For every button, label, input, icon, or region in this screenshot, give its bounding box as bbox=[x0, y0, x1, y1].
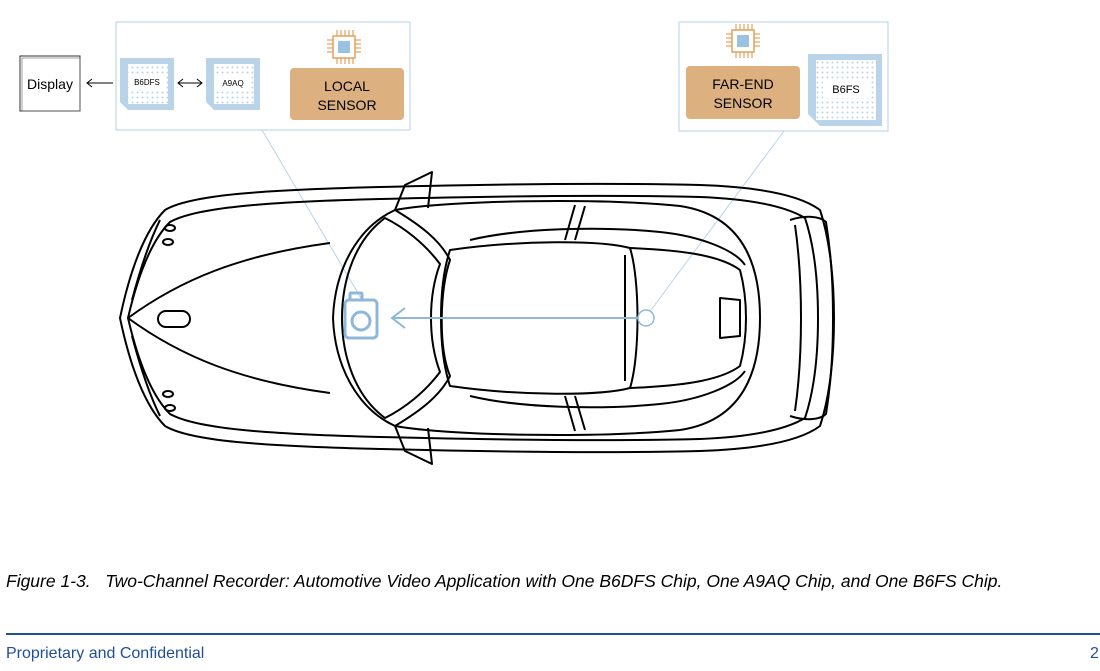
display-box: Display bbox=[19, 55, 81, 112]
video-link-arrow bbox=[390, 307, 638, 329]
footer-divider bbox=[6, 633, 1100, 635]
far-end-connector-line bbox=[647, 130, 785, 315]
b6dfs-label: B6DFS bbox=[134, 78, 160, 87]
a9aq-label: A9AQ bbox=[222, 79, 243, 88]
b6fs-label: B6FS bbox=[832, 84, 860, 96]
local-connector-line bbox=[261, 129, 363, 301]
local-sensor-line1: LOCAL bbox=[324, 78, 370, 94]
display-arrow bbox=[86, 78, 113, 88]
camera-icon bbox=[343, 291, 379, 340]
far-end-processor-chip-icon bbox=[726, 24, 760, 58]
footer-confidential: Proprietary and Confidential bbox=[6, 645, 205, 662]
far-end-sensor-line2: SENSOR bbox=[713, 95, 772, 111]
page-number: 2 bbox=[1090, 645, 1099, 662]
local-sensor-box: LOCAL SENSOR bbox=[290, 68, 404, 120]
a9aq-chip: A9AQ bbox=[206, 58, 260, 110]
figure-number: Figure 1-3. bbox=[6, 571, 91, 591]
far-end-camera-marker bbox=[637, 309, 655, 327]
figure-caption-text: Two-Channel Recorder: Automotive Video A… bbox=[105, 571, 1003, 591]
chip-link-arrow bbox=[177, 78, 203, 88]
far-end-sensor-line1: FAR-END bbox=[712, 76, 773, 92]
display-label: Display bbox=[27, 76, 73, 92]
b6dfs-chip: B6DFS bbox=[120, 58, 174, 110]
far-end-sensor-box: FAR-END SENSOR bbox=[686, 66, 800, 119]
b6fs-chip: B6FS bbox=[808, 54, 882, 126]
local-processor-chip-icon bbox=[327, 30, 361, 64]
recorder-diagram: Display B6DFS A9AQ bbox=[19, 21, 889, 465]
local-sensor-line2: SENSOR bbox=[317, 97, 376, 113]
figure-caption: Figure 1-3. Two-Channel Recorder: Automo… bbox=[6, 570, 1096, 592]
